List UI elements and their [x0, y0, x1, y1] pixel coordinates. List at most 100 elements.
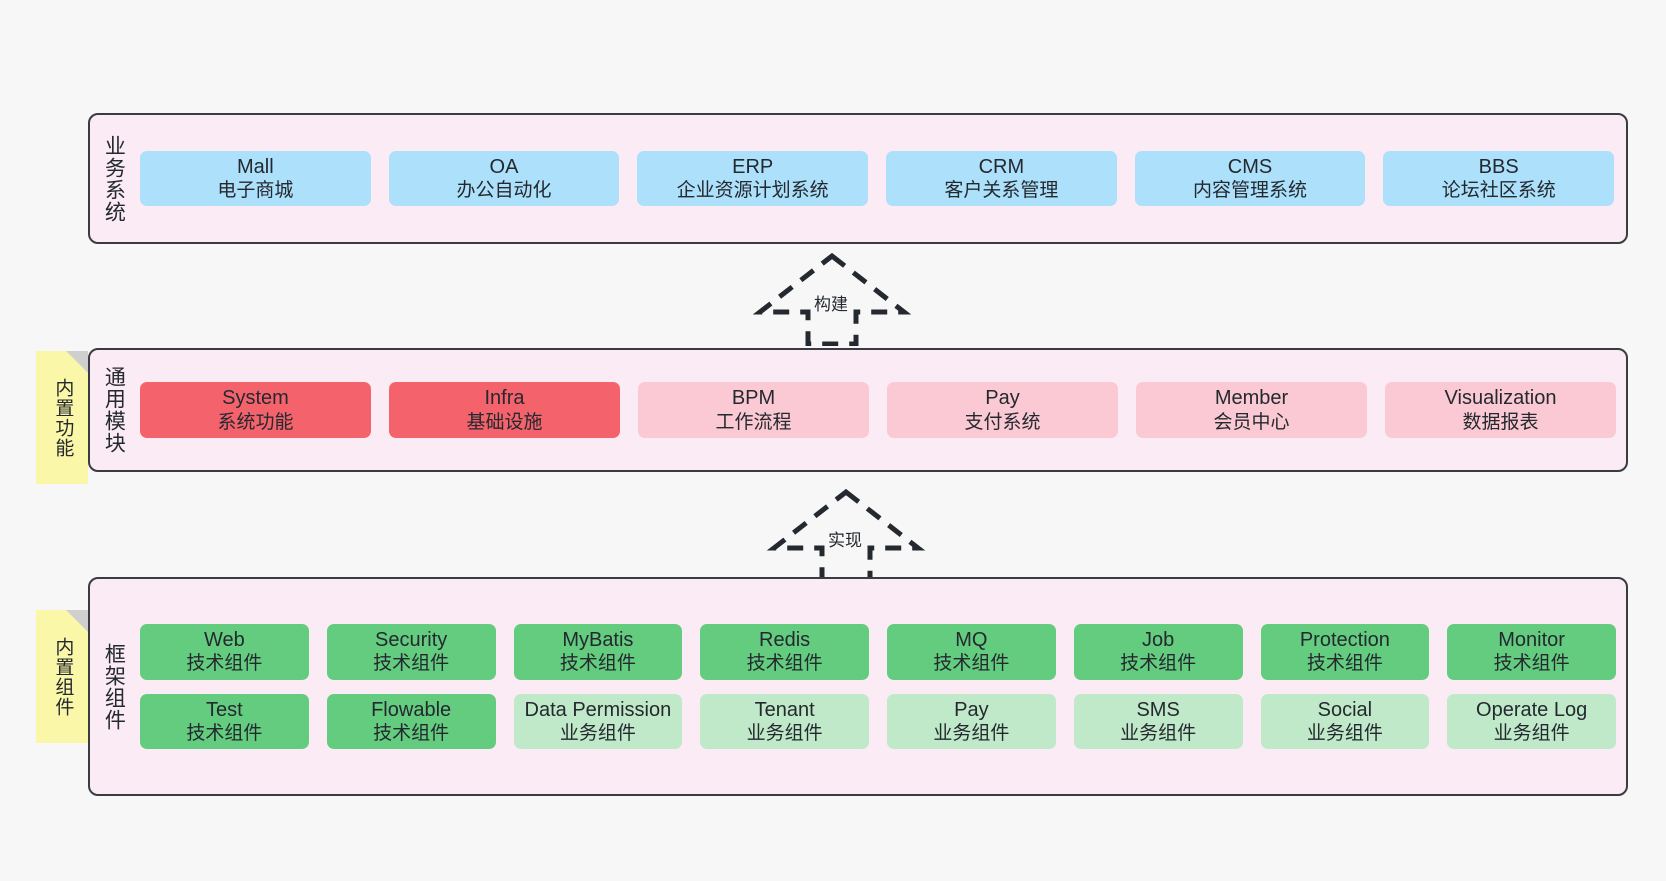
module-card-en: Monitor: [1498, 628, 1565, 651]
connector-implement: 实现: [766, 486, 926, 583]
module-card-en: Infra: [484, 387, 525, 410]
module-card-flowable[interactable]: Flowable 技术组件: [326, 693, 496, 750]
layer-title-business: 业务系统: [102, 134, 126, 223]
module-card-cms[interactable]: CMS 内容管理系统: [1134, 150, 1366, 207]
module-card-cn: 业务组件: [1306, 722, 1383, 744]
module-card-oa[interactable]: OA 办公自动化: [388, 150, 620, 207]
module-card-cn: 数据报表: [1462, 411, 1539, 433]
sticky-note-builtin-components: 内置组件: [36, 610, 88, 743]
module-card-sms[interactable]: SMS 业务组件: [1073, 693, 1243, 750]
module-card-tenant[interactable]: Tenant 业务组件: [700, 693, 869, 750]
module-card-data-permission[interactable]: Data Permission 业务组件: [513, 693, 683, 750]
module-card-en: Protection: [1299, 628, 1390, 651]
sticky-note-label: 内置组件: [52, 636, 74, 717]
module-card-cn: 技术组件: [1306, 653, 1383, 675]
module-card-en: CRM: [978, 155, 1025, 178]
layer-title-common: 通用模块: [102, 366, 126, 454]
module-card-monitor[interactable]: Monitor 技术组件: [1447, 623, 1616, 680]
module-card-job[interactable]: Job 技术组件: [1073, 623, 1243, 680]
module-card-cn: 电子商城: [217, 180, 294, 202]
module-card-cn: 办公自动化: [456, 180, 552, 202]
module-card-en: Test: [206, 698, 243, 721]
module-card-en: Operate Log: [1476, 698, 1588, 721]
module-card-en: SMS: [1136, 698, 1180, 721]
module-card-infra[interactable]: Infra 基础设施: [389, 382, 620, 438]
connector-label-build: 构建: [814, 295, 848, 314]
module-card-mall[interactable]: Mall 电子商城: [140, 150, 371, 207]
module-card-cn: 客户关系管理: [944, 180, 1059, 202]
generalization-arrow-icon: [752, 252, 912, 347]
module-card-erp[interactable]: ERP 企业资源计划系统: [637, 150, 869, 207]
module-card-cn: 技术组件: [1120, 653, 1197, 675]
module-card-cn: 论坛社区系统: [1441, 180, 1556, 202]
module-card-cn: 业务组件: [746, 722, 823, 744]
module-card-visualization[interactable]: Visualization 数据报表: [1385, 382, 1616, 438]
layer-body-business: Mall 电子商城 OA 办公自动化 ERP 企业资源计划系统 CRM 客户关系…: [136, 115, 1626, 242]
module-card-web[interactable]: Web 技术组件: [140, 623, 309, 680]
module-card-en: Pay: [985, 387, 1020, 410]
layer-row: Web 技术组件 Security 技术组件 MyBatis 技术组件 Redi…: [140, 623, 1616, 680]
module-card-cn: 工作流程: [715, 411, 792, 433]
module-card-cn: 技术组件: [559, 653, 636, 675]
module-card-cn: 业务组件: [933, 722, 1010, 744]
module-card-en: Visualization: [1444, 387, 1557, 410]
module-card-cn: 业务组件: [1493, 722, 1570, 744]
module-card-en: Security: [375, 628, 448, 651]
layer-business-systems: 业务系统 Mall 电子商城 OA 办公自动化 ERP 企业资源计划系统 CRM…: [88, 113, 1628, 244]
module-card-protection[interactable]: Protection 技术组件: [1260, 623, 1430, 680]
module-card-crm[interactable]: CRM 客户关系管理: [886, 150, 1117, 207]
module-card-en: CMS: [1227, 155, 1273, 178]
module-card-cn: 会员中心: [1213, 411, 1290, 433]
module-card-mq[interactable]: MQ 技术组件: [887, 623, 1056, 680]
module-card-en: Member: [1214, 387, 1289, 410]
module-card-security[interactable]: Security 技术组件: [326, 623, 496, 680]
layer-framework-components: 框架组件 Web 技术组件 Security 技术组件 MyBatis 技术组件…: [88, 577, 1628, 796]
module-card-en: Web: [203, 628, 245, 651]
module-card-cn: 技术组件: [373, 653, 450, 675]
module-card-en: Redis: [759, 628, 811, 651]
sticky-note-label: 内置功能: [52, 377, 74, 458]
module-card-operate-log[interactable]: Operate Log 业务组件: [1447, 693, 1616, 750]
module-card-en: Data Permission: [524, 698, 672, 721]
module-card-cn: 支付系统: [964, 411, 1041, 433]
module-card-en: BPM: [731, 387, 776, 410]
module-card-member[interactable]: Member 会员中心: [1136, 382, 1367, 438]
module-card-bbs[interactable]: BBS 论坛社区系统: [1383, 150, 1615, 207]
module-card-bpm[interactable]: BPM 工作流程: [638, 382, 869, 438]
module-card-en: BBS: [1478, 155, 1519, 178]
module-card-en: Tenant: [754, 698, 815, 721]
module-card-cn: 技术组件: [933, 653, 1010, 675]
module-card-cn: 系统功能: [217, 411, 294, 433]
layer-title-framework: 框架组件: [102, 642, 126, 731]
module-card-test[interactable]: Test 技术组件: [140, 693, 309, 750]
layer-row: Mall 电子商城 OA 办公自动化 ERP 企业资源计划系统 CRM 客户关系…: [140, 150, 1615, 207]
module-card-cn: 技术组件: [186, 653, 263, 675]
module-card-cn: 技术组件: [373, 722, 450, 744]
module-card-en: Pay: [954, 698, 989, 721]
module-card-cn: 业务组件: [559, 722, 636, 744]
module-card-en: Mall: [237, 155, 274, 178]
module-card-en: Social: [1317, 698, 1373, 721]
layer-common-modules: 通用模块 System 系统功能 Infra 基础设施 BPM 工作流程 Pay…: [88, 348, 1628, 472]
module-card-pay-business[interactable]: Pay 业务组件: [887, 693, 1056, 750]
layer-row: Test 技术组件 Flowable 技术组件 Data Permission …: [140, 693, 1616, 750]
folded-corner-icon: [66, 610, 88, 632]
module-card-redis[interactable]: Redis 技术组件: [700, 623, 869, 680]
module-card-en: MyBatis: [562, 628, 634, 651]
module-card-system[interactable]: System 系统功能: [140, 382, 371, 438]
module-card-social[interactable]: Social 业务组件: [1260, 693, 1430, 750]
module-card-cn: 技术组件: [186, 722, 263, 744]
module-card-cn: 内容管理系统: [1193, 180, 1308, 202]
module-card-pay[interactable]: Pay 支付系统: [887, 382, 1118, 438]
module-card-en: MQ: [955, 628, 988, 651]
module-card-cn: 业务组件: [1120, 722, 1197, 744]
connector-build: 构建: [752, 250, 912, 347]
module-card-mybatis[interactable]: MyBatis 技术组件: [513, 623, 683, 680]
module-card-en: OA: [489, 155, 519, 178]
module-card-cn: 技术组件: [1493, 653, 1570, 675]
layer-body-common: System 系统功能 Infra 基础设施 BPM 工作流程 Pay 支付系统…: [136, 350, 1626, 470]
module-card-en: ERP: [732, 155, 774, 178]
connector-label-implement: 实现: [828, 531, 862, 550]
module-card-cn: 技术组件: [746, 653, 823, 675]
